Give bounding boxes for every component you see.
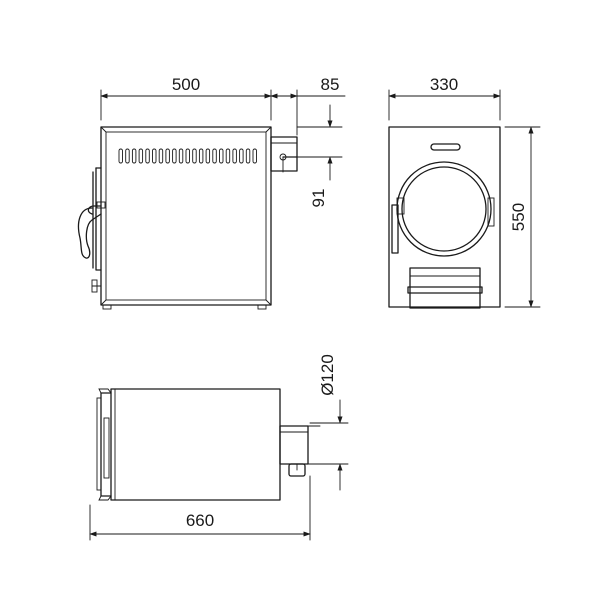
flue-collar-front xyxy=(270,136,298,173)
door-handle xyxy=(77,167,106,293)
ash-drawer xyxy=(409,267,481,309)
vent-slot xyxy=(118,148,123,164)
ventilation-slots xyxy=(118,148,257,164)
vent-slot xyxy=(212,148,217,164)
top-view: Ø120 660 xyxy=(89,354,349,541)
vent-slot xyxy=(252,148,257,164)
vent-slot xyxy=(152,148,157,164)
vent-slot xyxy=(172,148,177,164)
vent-slot xyxy=(245,148,251,164)
dim-label-width: 500 xyxy=(172,75,200,94)
dim-label-flue-height: 91 xyxy=(309,189,328,208)
dim-label-height: 550 xyxy=(509,203,528,231)
vent-slot xyxy=(185,148,190,164)
side-view: 330 550 xyxy=(388,75,541,309)
vent-slot xyxy=(205,148,211,164)
stove-body-front xyxy=(100,126,272,306)
stove-body-side xyxy=(388,126,501,308)
vent-slot xyxy=(219,148,224,164)
vent-slot xyxy=(131,148,137,164)
vent-slot xyxy=(158,148,164,164)
vent-slot xyxy=(239,148,244,164)
dim-label-depth: 330 xyxy=(430,75,458,94)
dim-label-flue-offset: 85 xyxy=(321,75,340,94)
vent-slot xyxy=(178,148,184,164)
stove-body-top xyxy=(110,388,281,501)
vent-slot xyxy=(192,148,197,164)
vent-slot xyxy=(145,148,150,164)
vent-slot xyxy=(232,148,237,164)
vent-slot xyxy=(138,148,144,164)
front-view: 500 85 91 xyxy=(77,75,346,310)
dim-label-flue-diameter: Ø120 xyxy=(318,354,337,396)
vent-slot xyxy=(225,148,231,164)
vent-slot xyxy=(125,148,130,164)
round-door xyxy=(396,161,492,257)
dim-label-total-length: 660 xyxy=(186,511,214,530)
vent-slot xyxy=(165,148,170,164)
vent-slot xyxy=(198,148,204,164)
